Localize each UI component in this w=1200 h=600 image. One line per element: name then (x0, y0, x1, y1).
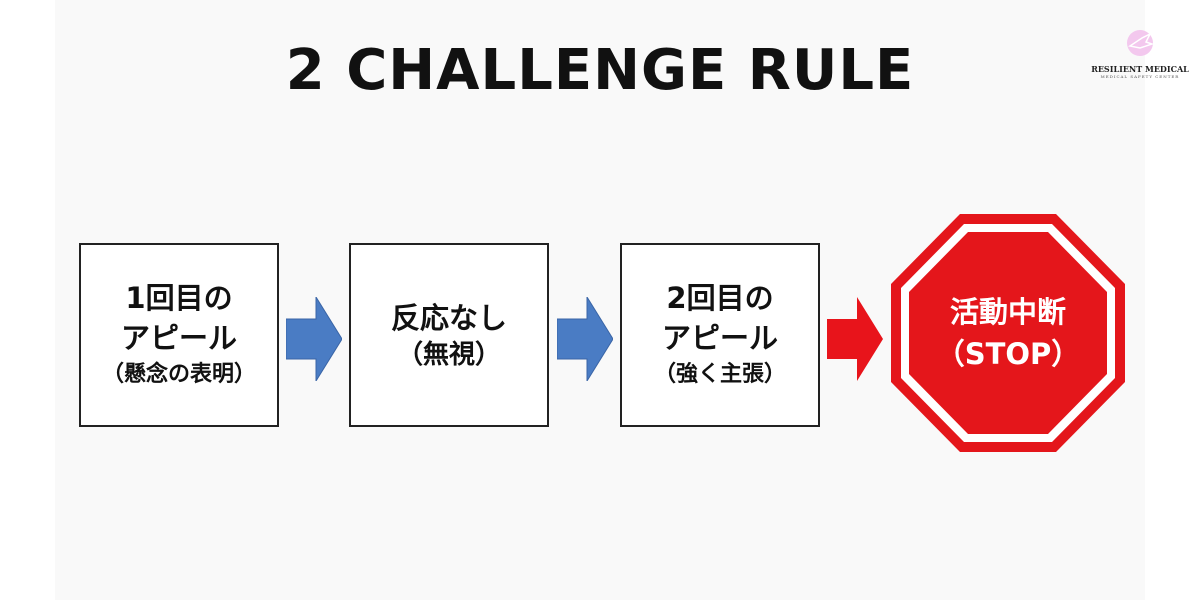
stop-sign-icon (891, 214, 1125, 452)
step-label: 2回目の (666, 281, 774, 315)
stop-sublabel: （STOP） (935, 337, 1081, 371)
step-note: （強く主張） (653, 362, 786, 387)
arrow-right-red-icon (827, 297, 883, 381)
logo-name: RESILIENT MEDICAL (1091, 64, 1189, 74)
step-second-appeal: 2回目の アピール （強く主張） (620, 243, 820, 427)
logo: RESILIENT MEDICAL MEDICAL SAFETY CENTER (1090, 28, 1190, 79)
step-first-appeal: 1回目の アピール （懸念の表明） (79, 243, 279, 427)
step-note: （無視） (396, 340, 501, 370)
logo-subtitle: MEDICAL SAFETY CENTER (1100, 74, 1180, 79)
stop-label: 活動中断 (949, 295, 1066, 329)
arrow-right-icon (286, 297, 342, 381)
diagram-title: 2 CHALLENGE RULE (285, 38, 915, 103)
step-label: アピール (120, 321, 237, 355)
step-label: 反応なし (390, 301, 507, 335)
step-label: 1回目の (125, 281, 233, 315)
arrow-right-icon (557, 297, 613, 381)
step-no-response: 反応なし （無視） (349, 243, 549, 427)
stop-sign-label: 活動中断 （STOP） (891, 214, 1125, 452)
step-note: （懸念の表明） (101, 362, 256, 387)
dove-logo-icon (1127, 30, 1155, 56)
step-label: アピール (661, 321, 778, 355)
